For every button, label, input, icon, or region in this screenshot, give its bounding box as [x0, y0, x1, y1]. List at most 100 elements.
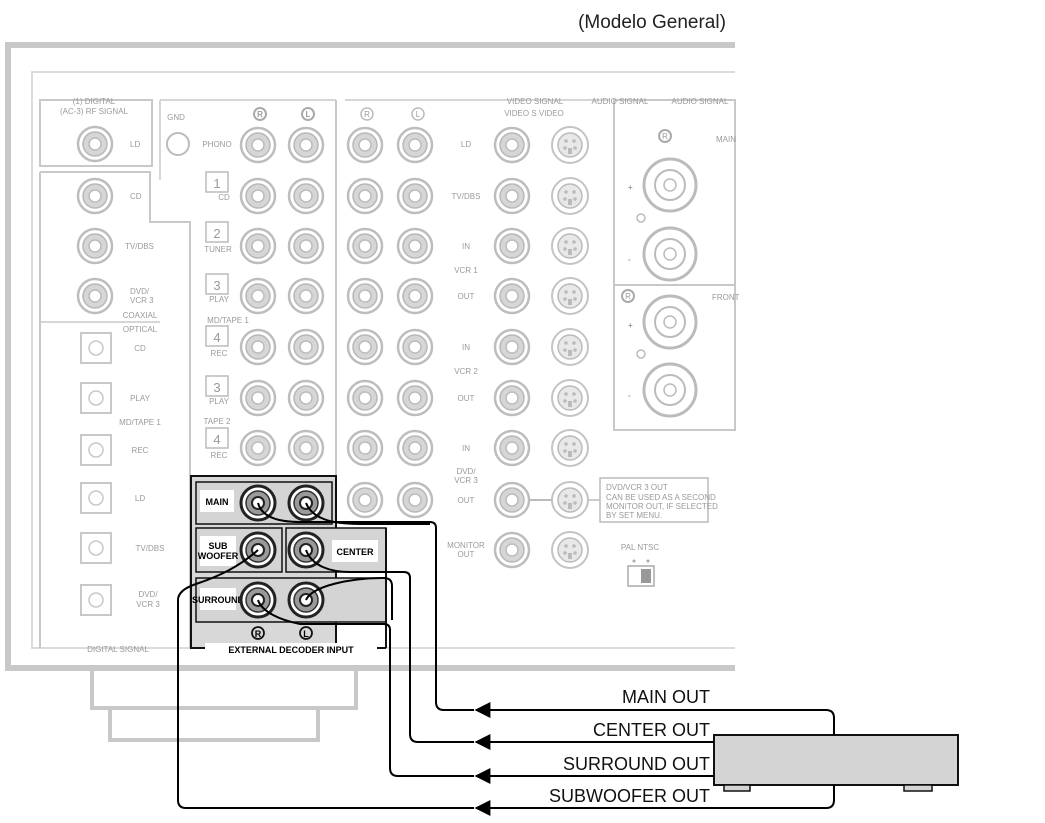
decoder-device [713, 734, 959, 792]
optical-ld-jack[interactable] [80, 482, 112, 514]
label-phono: PHONO [202, 140, 231, 149]
dvd-note-line-1: DVD/VCR 3 OUT [606, 483, 668, 492]
label-video-svideo: VIDEO S VIDEO [504, 109, 564, 118]
optical-cd-label: CD [134, 344, 146, 353]
video-tvdbs-label: TV/DBS [452, 192, 481, 201]
svideo-dvd-out-jack[interactable] [551, 481, 589, 519]
jack-dvd-in-r[interactable] [346, 429, 384, 467]
video-jacks [493, 126, 600, 569]
jack-dvd-out-r[interactable] [346, 481, 384, 519]
jack-rec1-l[interactable] [287, 328, 325, 366]
label-rec1: REC [211, 349, 228, 358]
front-minus-label: - [628, 391, 631, 400]
jack-ld-r[interactable] [346, 126, 384, 164]
jack-vcr1-out-r[interactable] [346, 277, 384, 315]
jack-vcr1-in-l[interactable] [396, 227, 434, 265]
cable-subwoofer [177, 549, 474, 809]
video-labels: LD TV/DBS IN VCR 1 OUT IN VCR 2 OUT IN D… [447, 140, 718, 587]
jack-play1-r[interactable] [239, 277, 277, 315]
video-dvd-in-jack[interactable] [493, 429, 531, 467]
video-monitor-label-2: OUT [458, 550, 475, 559]
video-vcr2-out-jack[interactable] [493, 379, 531, 417]
optical-dvd-jack[interactable] [80, 584, 112, 616]
rf-jack[interactable] [76, 125, 114, 163]
jack-play2-r[interactable] [239, 379, 277, 417]
jack-rec2-l[interactable] [287, 429, 325, 467]
jack-vcr2-in-l[interactable] [396, 328, 434, 366]
jack-vcr2-in-r[interactable] [346, 328, 384, 366]
coaxial-tvdbs-label: TV/DBS [125, 242, 154, 251]
svideo-tvdbs-jack[interactable] [551, 177, 589, 215]
label-coaxial: COAXIAL [123, 311, 158, 320]
jack-phono-r[interactable] [239, 126, 277, 164]
video-vcr1-out-jack[interactable] [493, 277, 531, 315]
jack-vcr1-out-l[interactable] [396, 277, 434, 315]
svideo-vcr2-out-jack[interactable] [551, 379, 589, 417]
label-play1: PLAY [209, 295, 230, 304]
jack-dvd-out-l[interactable] [396, 481, 434, 519]
optical-tvdbs-label: TV/DBS [136, 544, 165, 553]
jack-play2-l[interactable] [287, 379, 325, 417]
jack-tuner-r[interactable] [239, 227, 277, 265]
video-vcr2-in-label: IN [462, 343, 470, 352]
optical-rec-jack[interactable] [80, 434, 112, 466]
cable-main-l [305, 502, 430, 525]
label-rec2: REC [211, 451, 228, 460]
jack-cd-l[interactable] [287, 177, 325, 215]
line-subwoofer-out [474, 785, 835, 816]
label-cd: CD [218, 193, 230, 202]
surround-out-label: SURROUND OUT [563, 754, 710, 774]
video-vcr1-in-label: IN [462, 242, 470, 251]
jack-vcr2-out-r[interactable] [346, 379, 384, 417]
optical-cd-jack[interactable] [80, 332, 112, 364]
video-dvd-out-jack[interactable] [493, 481, 531, 519]
jack-play1-l[interactable] [287, 277, 325, 315]
main-out-label: MAIN OUT [622, 687, 710, 707]
optical-tvdbs-jack[interactable] [80, 532, 112, 564]
front-plus-label: + [628, 321, 633, 330]
video-monitor-out-jack[interactable] [493, 531, 531, 569]
label-play2: PLAY [209, 397, 230, 406]
video-vcr1-in-jack[interactable] [493, 227, 531, 265]
dvd-note-box [599, 477, 709, 523]
jack-vcr2-out-l[interactable] [396, 379, 434, 417]
jack-ld-l[interactable] [396, 126, 434, 164]
video-vcr2-in-jack[interactable] [493, 328, 531, 366]
optical-dvd-label: DVD/ [138, 590, 158, 599]
video-vcr2-out-label: OUT [458, 394, 475, 403]
jack-tvdbs-r[interactable] [346, 177, 384, 215]
jack-phono-l[interactable] [287, 126, 325, 164]
svideo-dvd-in-jack[interactable] [551, 429, 589, 467]
audio-left-symbol: L [306, 110, 311, 119]
video-tvdbs-jack[interactable] [493, 177, 531, 215]
svideo-monitor-out-jack[interactable] [551, 531, 589, 569]
label-tuner: TUNER [204, 245, 232, 254]
jack-tvdbs-l[interactable] [396, 177, 434, 215]
jack-vcr1-in-r[interactable] [346, 227, 384, 265]
jack-tuner-l[interactable] [287, 227, 325, 265]
coaxial-dvd-jack[interactable] [76, 277, 114, 315]
optical-ld-label: LD [135, 494, 145, 503]
optical-play-jack[interactable] [80, 382, 112, 414]
svideo-vcr1-out-jack[interactable] [551, 277, 589, 315]
jack-rec1-r[interactable] [239, 328, 277, 366]
video-ld-jack[interactable] [493, 126, 531, 164]
label-play1-num: 3 [213, 278, 220, 293]
coaxial-cd-jack[interactable] [76, 177, 114, 215]
subwoofer-out-label: SUBWOOFER OUT [549, 786, 710, 806]
label-rec1-num: 4 [213, 330, 220, 345]
label-digital-ac3: (1) DIGITAL [73, 97, 116, 106]
decoder-center-label: CENTER [336, 547, 374, 557]
cables [177, 502, 474, 809]
svideo-vcr1-in-jack[interactable] [551, 227, 589, 265]
label-tuner-num: 2 [213, 226, 220, 241]
svideo-vcr2-in-jack[interactable] [551, 328, 589, 366]
svideo-ld-jack[interactable] [551, 126, 589, 164]
jack-dvd-in-l[interactable] [396, 429, 434, 467]
label-cd-num: 1 [213, 176, 220, 191]
jack-cd-r[interactable] [239, 177, 277, 215]
coaxial-tvdbs-jack[interactable] [76, 227, 114, 265]
jack-rec2-r[interactable] [239, 429, 277, 467]
gnd-terminal[interactable] [166, 132, 190, 156]
